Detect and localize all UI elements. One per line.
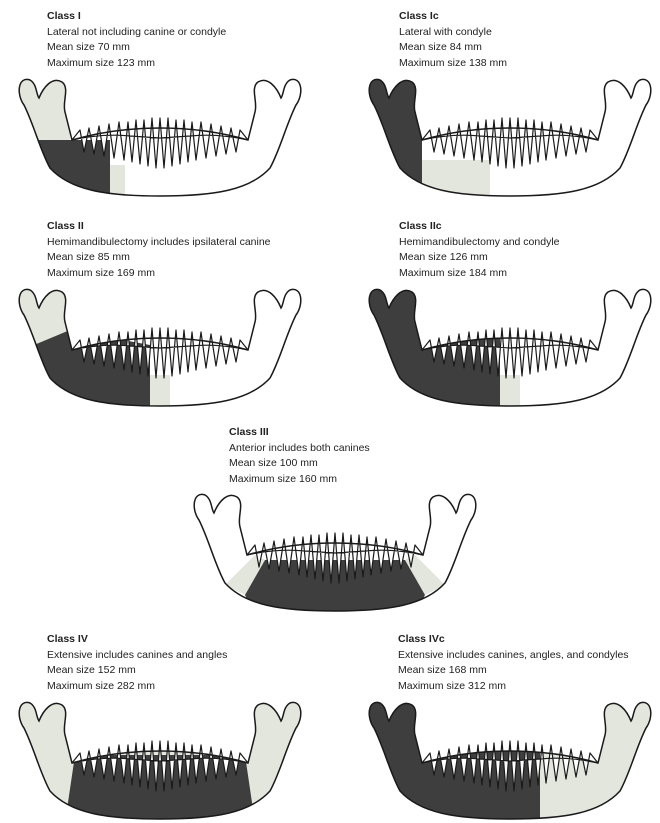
class-description: Lateral not including canine or condyle bbox=[47, 25, 226, 41]
class-i-caption: Class I Lateral not including canine or … bbox=[47, 9, 226, 71]
class-title: Class Ic bbox=[399, 9, 507, 25]
mandible-diagram-class-iii bbox=[185, 485, 485, 615]
class-description: Extensive includes canines and angles bbox=[47, 648, 227, 664]
class-title: Class III bbox=[229, 425, 370, 441]
class-ivc-caption: Class IVc Extensive includes canines, an… bbox=[398, 632, 629, 694]
class-iv-caption: Class IV Extensive includes canines and … bbox=[47, 632, 227, 694]
maximum-size: Maximum size 138 mm bbox=[399, 56, 507, 72]
mean-size: Mean size 70 mm bbox=[47, 40, 226, 56]
maximum-size: Maximum size 169 mm bbox=[47, 266, 271, 282]
mean-size: Mean size 126 mm bbox=[399, 250, 560, 266]
class-title: Class II bbox=[47, 219, 271, 235]
class-description: Extensive includes canines, angles, and … bbox=[398, 648, 629, 664]
mean-size: Mean size 168 mm bbox=[398, 663, 629, 679]
class-title: Class IVc bbox=[398, 632, 629, 648]
class-description: Lateral with condyle bbox=[399, 25, 507, 41]
mandible-diagram-class-iv bbox=[10, 693, 310, 823]
mean-size: Mean size 100 mm bbox=[229, 456, 370, 472]
mandible-diagram-class-i bbox=[10, 70, 310, 200]
maximum-size: Maximum size 123 mm bbox=[47, 56, 226, 72]
mean-size: Mean size 152 mm bbox=[47, 663, 227, 679]
class-iii-caption: Class III Anterior includes both canines… bbox=[229, 425, 370, 487]
mean-size: Mean size 85 mm bbox=[47, 250, 271, 266]
maximum-size: Maximum size 184 mm bbox=[399, 266, 560, 282]
class-description: Hemimandibulectomy and condyle bbox=[399, 235, 560, 251]
class-title: Class IIc bbox=[399, 219, 560, 235]
class-title: Class IV bbox=[47, 632, 227, 648]
class-description: Hemimandibulectomy includes ipsilateral … bbox=[47, 235, 271, 251]
mandible-diagram-class-iic bbox=[360, 280, 660, 410]
maximum-size: Maximum size 312 mm bbox=[398, 679, 629, 695]
mandible-diagram-class-ivc bbox=[360, 693, 660, 823]
mandible-diagram-class-ii bbox=[10, 280, 310, 410]
class-ic-caption: Class Ic Lateral with condyle Mean size … bbox=[399, 9, 507, 71]
maximum-size: Maximum size 282 mm bbox=[47, 679, 227, 695]
mandible-diagram-class-ic bbox=[360, 70, 660, 200]
class-description: Anterior includes both canines bbox=[229, 441, 370, 457]
class-ii-caption: Class II Hemimandibulectomy includes ips… bbox=[47, 219, 271, 281]
mean-size: Mean size 84 mm bbox=[399, 40, 507, 56]
class-title: Class I bbox=[47, 9, 226, 25]
class-iic-caption: Class IIc Hemimandibulectomy and condyle… bbox=[399, 219, 560, 281]
